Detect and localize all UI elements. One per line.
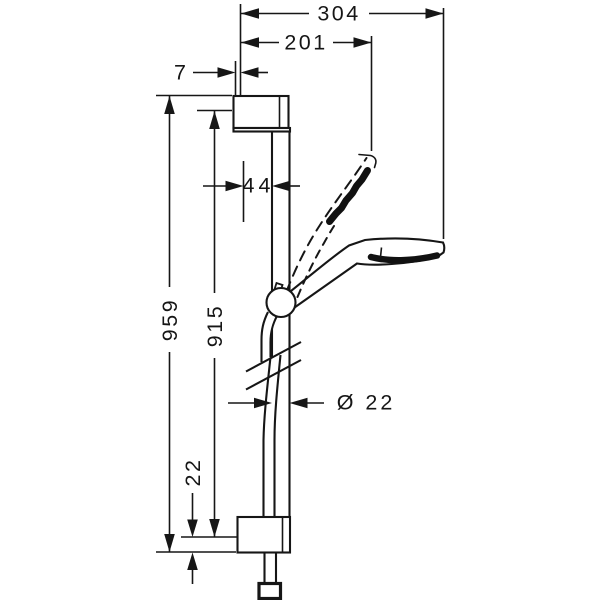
- arrowhead-bottom: [209, 519, 220, 537]
- head-joint-line: [379, 247, 383, 258]
- slider-ball: [265, 281, 297, 319]
- dim-label-304: 304: [317, 2, 360, 26]
- arrowhead-right: [425, 8, 444, 19]
- arrowhead-right: [353, 37, 372, 48]
- dimension-bottom-offset: 22: [181, 458, 205, 584]
- raised-outline-inner: [296, 225, 335, 298]
- hand-shower-raised-dashed: [285, 153, 377, 298]
- hose-upper-right-edge: [269, 314, 279, 357]
- dimension-hole-spacing: 915: [203, 111, 227, 537]
- dim-label-diameter: Ø 22: [337, 391, 396, 415]
- hand-shower-horizontal: [289, 237, 446, 313]
- arrowhead-left: [241, 8, 259, 19]
- dim-label-959: 959: [158, 298, 182, 341]
- arrowhead-right: [240, 67, 259, 78]
- arrowhead-top: [209, 111, 220, 129]
- raised-outline-outer: [285, 157, 368, 293]
- arrowhead-left: [225, 180, 244, 192]
- dimension-bar-diameter: Ø 22: [228, 391, 396, 415]
- break-marks: [245, 341, 302, 391]
- dimension-raised-reach: 201: [241, 31, 372, 55]
- dim-label-201: 201: [284, 31, 327, 55]
- arrowhead-left: [254, 397, 272, 409]
- dimension-wall-gap: 7: [174, 61, 268, 85]
- arrowhead-left: [217, 67, 236, 78]
- dimension-bar-length: 959: [158, 96, 182, 552]
- bottom-wall-bracket: [236, 515, 292, 554]
- arrowhead-right: [272, 180, 290, 192]
- arrowhead-down: [187, 519, 198, 537]
- hose-upper-left-edge: [260, 311, 269, 362]
- dim-label-7: 7: [174, 61, 186, 85]
- raised-spray-detail: [330, 210, 341, 221]
- arrowhead-top: [164, 96, 175, 114]
- dim-label-22: 22: [181, 458, 205, 487]
- dimension-bar-offset: 44: [203, 174, 300, 198]
- shower-hose: [260, 311, 282, 520]
- arrowhead-left: [241, 37, 259, 48]
- dim-label-44: 44: [243, 174, 275, 198]
- spray-face: [367, 252, 441, 264]
- dim-label-915: 915: [203, 304, 227, 347]
- dimension-overall-reach: 304: [241, 2, 444, 26]
- extension-lines: [156, 4, 445, 553]
- ball-joint: [265, 286, 297, 319]
- hose-connector: [257, 581, 283, 600]
- raised-tip-cap: [358, 153, 377, 169]
- hose-lower-left-edge: [262, 356, 272, 518]
- hand-shower-body: [289, 237, 446, 313]
- hose-lower-right-edge: [273, 354, 282, 518]
- arrowhead-bottom: [164, 534, 175, 552]
- hose-outlet: [257, 552, 283, 600]
- hose-upper-mask: [261, 312, 278, 362]
- top-wall-bracket: [232, 94, 292, 133]
- arrowhead-right: [289, 397, 308, 409]
- arrowhead-up: [187, 552, 198, 570]
